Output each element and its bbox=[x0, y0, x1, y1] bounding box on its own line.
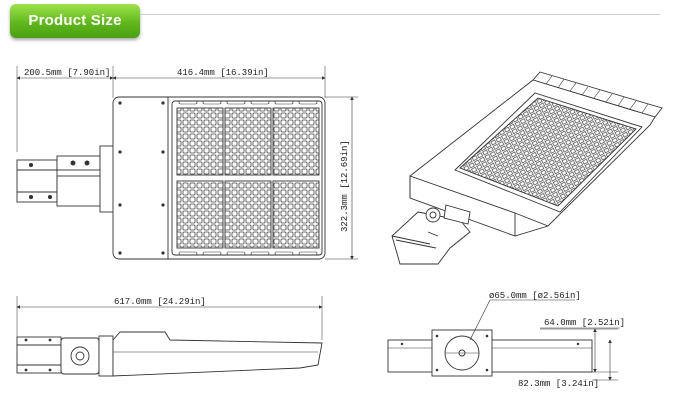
dim-top-width-right: 416.4mm [16.39in] bbox=[177, 68, 269, 78]
dim-diameter: ø65.0mm [ø2.56in] bbox=[489, 291, 581, 301]
top-view bbox=[16, 66, 358, 260]
product-size-tab: Product Size bbox=[10, 4, 140, 38]
dim-front-height-upper: 64.0mm [2.52in] bbox=[544, 318, 625, 328]
side-view bbox=[16, 296, 323, 377]
isometric-view bbox=[391, 71, 663, 265]
dim-top-width-left: 200.5mm [7.90in] bbox=[24, 68, 110, 78]
dim-side-length: 617.0mm [24.29in] bbox=[114, 297, 206, 307]
header-rule bbox=[140, 14, 660, 15]
dim-top-height: 322.3mm [12.69in] bbox=[340, 140, 350, 232]
dim-front-height-lower: 82.3mm [3.24in] bbox=[518, 379, 599, 389]
front-view bbox=[387, 299, 620, 381]
